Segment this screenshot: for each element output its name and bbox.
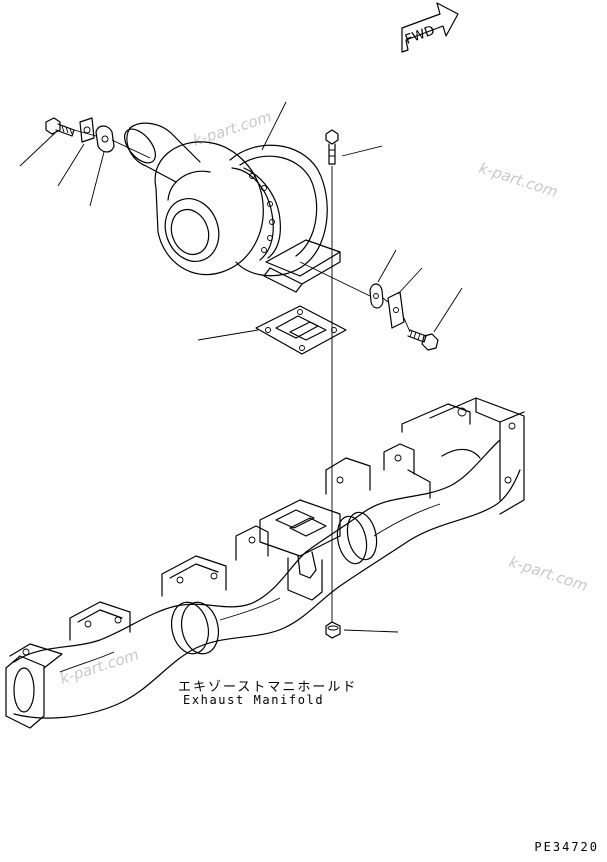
lock-plate-right (387, 291, 405, 329)
watermark: k-part.com (58, 645, 141, 687)
leader-lines (19, 101, 463, 633)
watermark: k-part.com (191, 107, 274, 149)
watermark: k-part.com (507, 553, 590, 595)
stud-bolt (325, 129, 339, 630)
lock-plate-upper-left (79, 117, 95, 143)
title-english: Exhaust Manifold (183, 693, 325, 707)
turbocharger (124, 122, 341, 293)
gasket-right (369, 283, 384, 309)
bolt-right (407, 329, 439, 351)
watermark: k-part.com (477, 159, 560, 201)
turbo-gasket (255, 305, 347, 355)
gasket-upper-left (95, 125, 115, 153)
exhaust-manifold (5, 397, 525, 729)
fwd-arrow-icon: FWD (401, 2, 459, 53)
bolt-upper-left (45, 117, 75, 137)
fwd-label: FWD (403, 23, 437, 47)
nut (325, 621, 341, 639)
title-japanese: エキゾーストマニホールド (178, 680, 358, 695)
drawing-code: PE34720 (534, 840, 599, 854)
